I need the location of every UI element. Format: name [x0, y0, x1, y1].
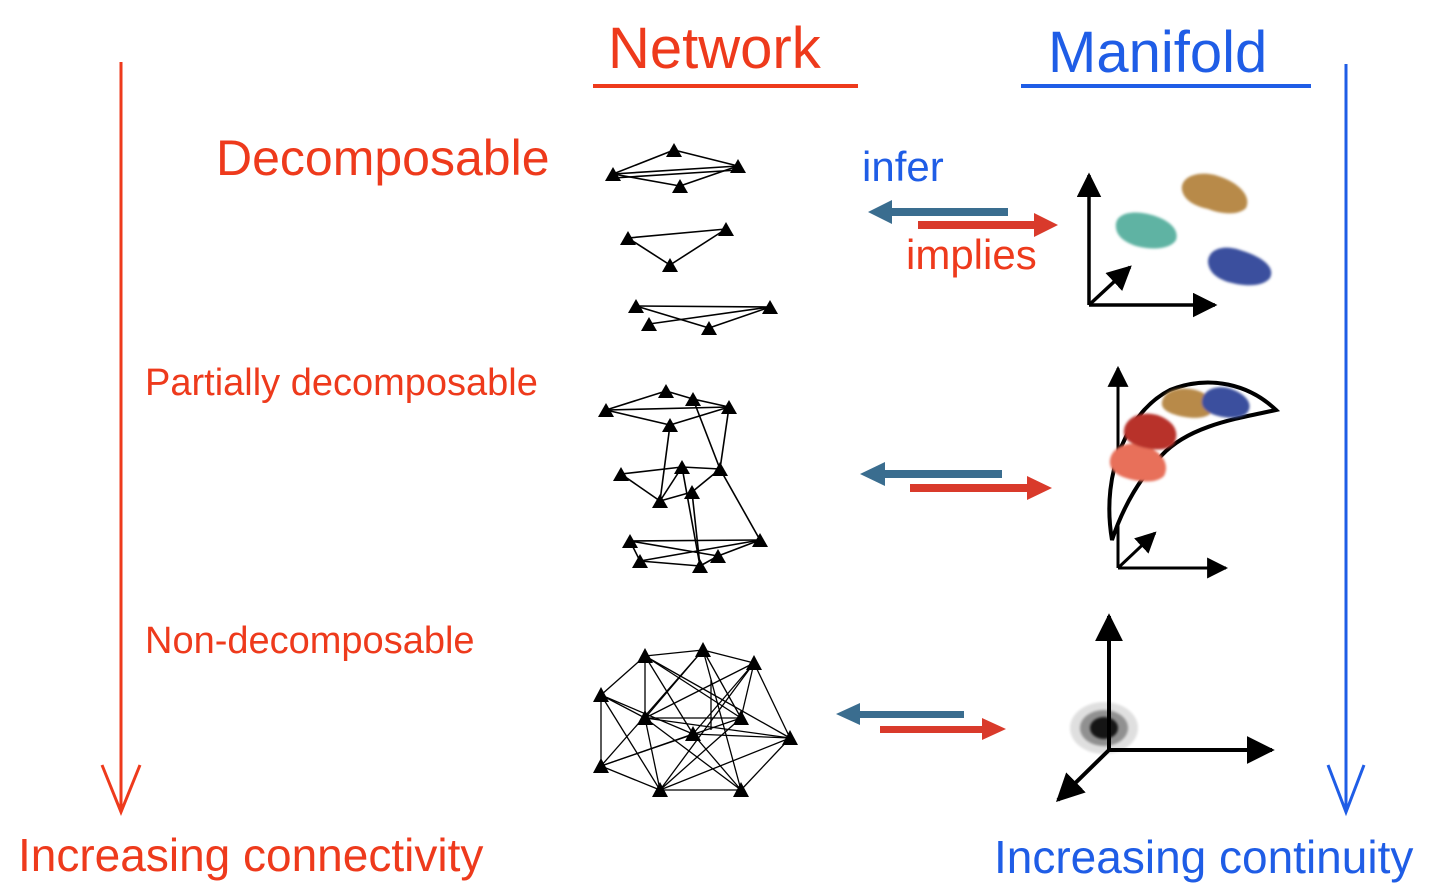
row-label-non-decomposable: Non-decomposable	[145, 620, 475, 662]
row-label-decomposable: Decomposable	[216, 130, 550, 186]
implies-arrow-row1	[918, 213, 1058, 237]
implies-arrow-row2	[910, 476, 1052, 500]
triangle-node-icon	[605, 143, 778, 335]
axis-arrow-icon	[1076, 172, 1218, 318]
row-label-partially-decomposable: Partially decomposable	[145, 362, 538, 404]
triangle-node-icon	[598, 384, 768, 573]
cluster-brown	[1161, 388, 1213, 418]
cluster-navy	[1201, 387, 1250, 418]
cluster-teal	[1115, 212, 1177, 249]
manifold-header: Manifold	[1048, 20, 1268, 85]
non-decomposable-network	[600, 649, 791, 791]
continuity-arrow	[1326, 64, 1366, 817]
clusters-on-sheet	[1109, 387, 1250, 482]
increasing-connectivity-label: Increasing connectivity	[18, 829, 484, 881]
connectivity-arrow	[100, 62, 142, 817]
clusters-separated	[1115, 173, 1272, 286]
cluster-navy	[1208, 247, 1272, 286]
cluster-salmon	[1109, 443, 1166, 482]
cluster-crimson	[1123, 413, 1177, 450]
infer-arrow-row2	[860, 462, 1002, 486]
infer-label: infer	[862, 143, 944, 190]
infer-arrow-row1	[868, 200, 1008, 224]
point-cloud-icon	[1070, 702, 1138, 754]
triangle-node-icon	[593, 642, 798, 797]
decomposable-network	[612, 149, 771, 329]
implies-arrow-row3	[880, 718, 1006, 740]
network-header: Network	[608, 16, 821, 81]
implies-label: implies	[906, 231, 1037, 278]
increasing-continuity-label: Increasing continuity	[994, 831, 1414, 883]
infer-arrow-row3	[836, 703, 964, 725]
cluster-brown	[1181, 173, 1248, 214]
